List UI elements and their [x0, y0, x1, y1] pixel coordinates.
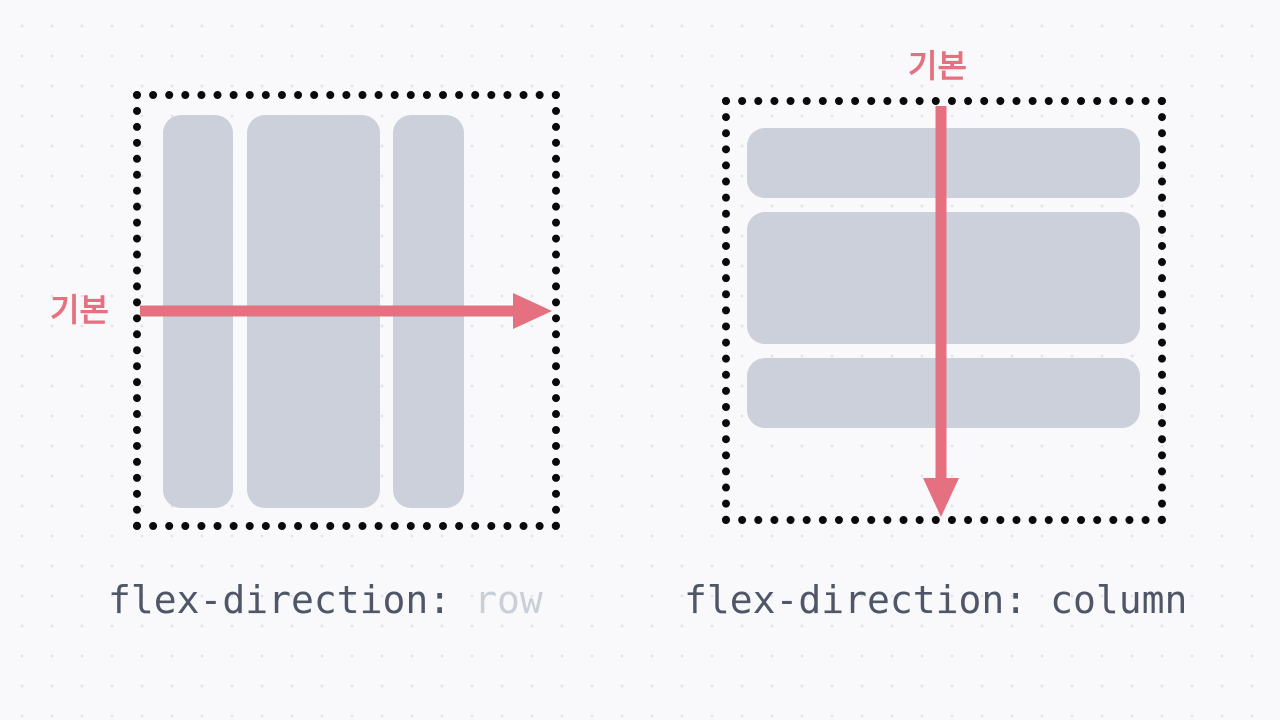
flex-direction-caption: flex-direction: column [684, 574, 1187, 626]
main-axis-label: 기본 [50, 291, 109, 329]
caption-property: flex-direction: [108, 578, 452, 622]
row-diagram-panel: 기본 flex-direction: row [50, 91, 560, 626]
caption-property: flex-direction: [684, 578, 1028, 622]
main-axis-arrow-down-icon [923, 106, 959, 517]
caption-value: column [1050, 578, 1188, 622]
column-diagram-panel: 기본 flex-direction: column [640, 0, 1280, 720]
flex-direction-caption: flex-direction: row [108, 574, 543, 626]
flex-container-box [133, 91, 560, 530]
caption-value: row [474, 578, 543, 622]
flex-container-box [722, 97, 1166, 524]
main-axis-arrow-right-icon [140, 293, 552, 329]
main-axis-label: 기본 [908, 47, 967, 85]
